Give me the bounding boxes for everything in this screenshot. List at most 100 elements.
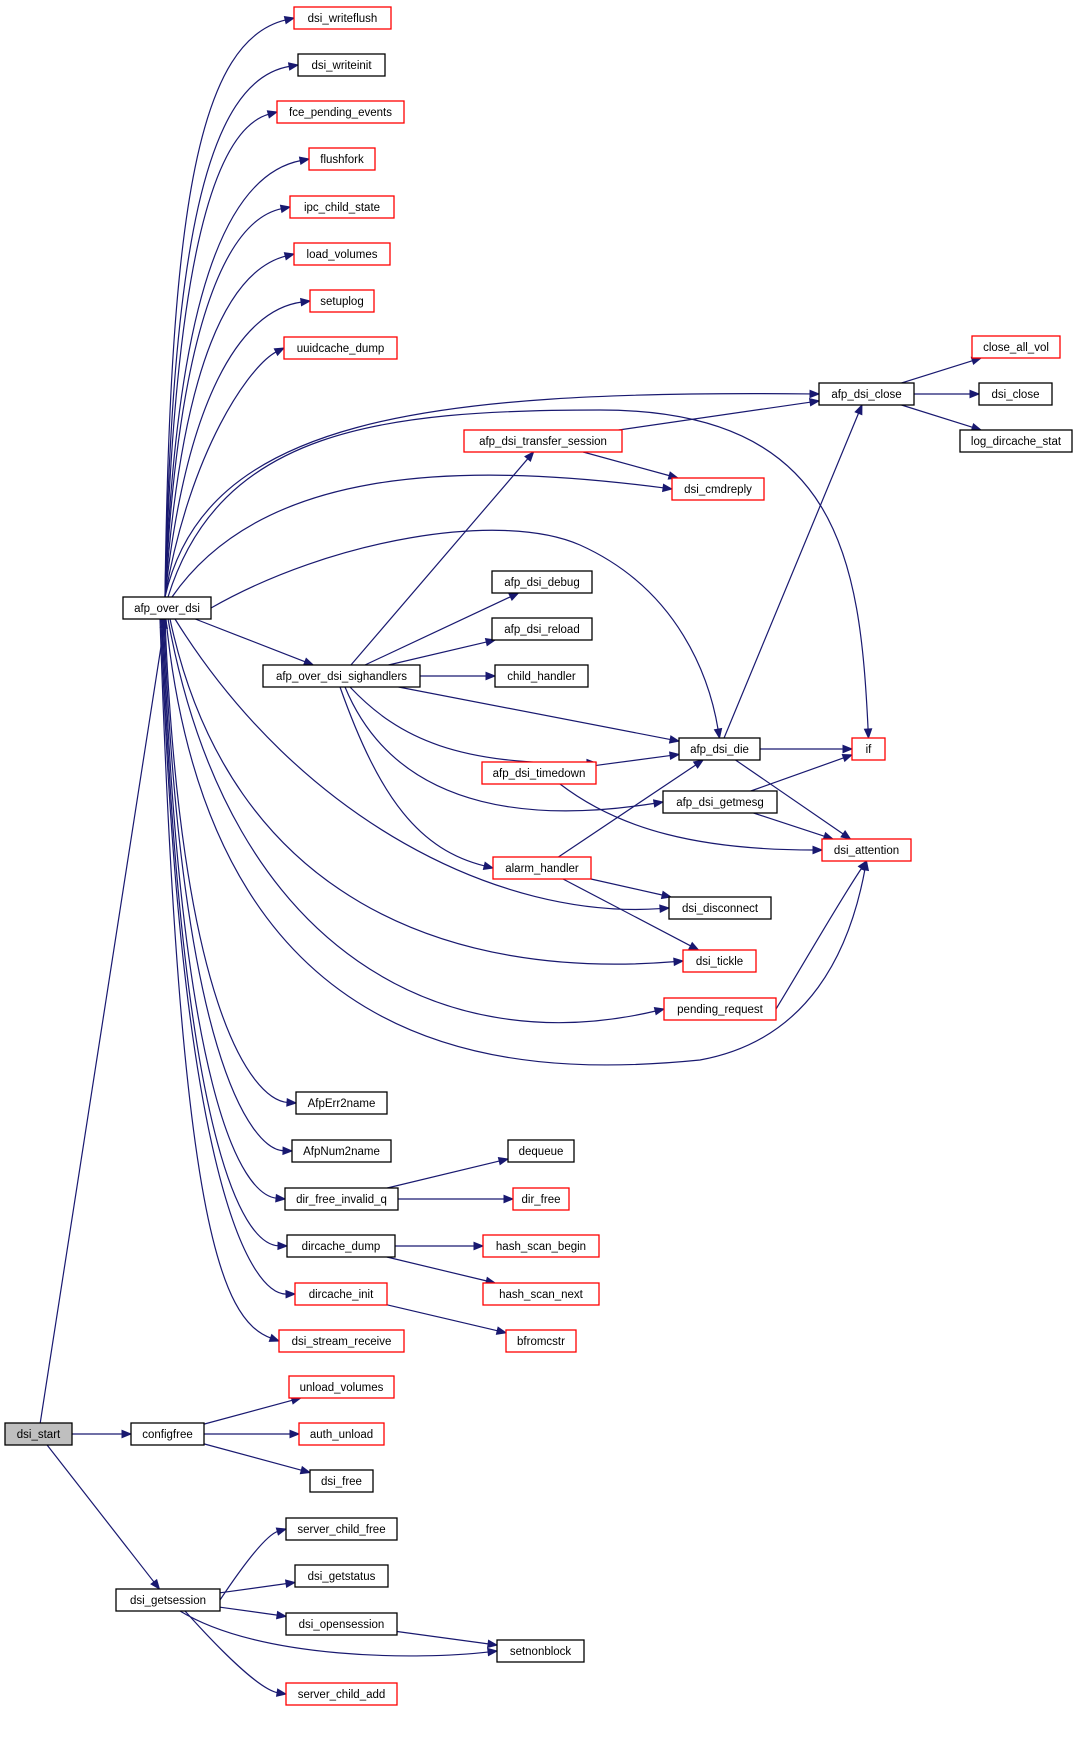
edge-line bbox=[203, 1443, 303, 1471]
arrowhead bbox=[282, 1146, 294, 1156]
node-dir-free-invalid-q: dir_free_invalid_q bbox=[284, 1187, 399, 1211]
node-box bbox=[494, 664, 589, 688]
edge-line bbox=[750, 757, 845, 792]
edge-line bbox=[388, 641, 488, 666]
edge-afp_dsi_transfer_session-to-afp_dsi_close bbox=[618, 397, 821, 431]
node-label: dsi_tickle bbox=[696, 956, 743, 968]
node-label: auth_unload bbox=[310, 1429, 373, 1441]
node-box bbox=[276, 100, 405, 124]
node-box bbox=[293, 242, 391, 266]
node-label: dequeue bbox=[519, 1146, 564, 1158]
edge-line bbox=[164, 113, 270, 598]
node-label: dsi_start bbox=[17, 1429, 61, 1441]
node-setnonblock: setnonblock bbox=[496, 1639, 585, 1663]
edge-line bbox=[159, 618, 272, 1339]
edge-afp_over_dsi_sighandlers-to-alarm_handler bbox=[339, 686, 495, 870]
edge-line bbox=[164, 393, 812, 598]
node-label: AfpErr2name bbox=[308, 1098, 376, 1110]
node-uuidcache-dump[interactable]: uuidcache_dump bbox=[283, 336, 398, 360]
node-dir-free[interactable]: dir_free bbox=[512, 1187, 570, 1211]
edge-dsi_start-to-configfree bbox=[72, 1429, 133, 1439]
node-dircache-init[interactable]: dircache_init bbox=[294, 1282, 388, 1306]
arrowhead bbox=[653, 1006, 666, 1016]
edge-line bbox=[559, 783, 815, 851]
node-label: afp_dsi_timedown bbox=[493, 768, 586, 780]
arrowhead bbox=[150, 1578, 161, 1591]
arrowhead bbox=[524, 450, 535, 463]
edge-afp_over_dsi-to-dsi_disconnect bbox=[174, 618, 671, 914]
arrowhead bbox=[692, 759, 705, 769]
node-label: dircache_init bbox=[309, 1289, 374, 1301]
arrowhead bbox=[299, 1465, 312, 1475]
node-box bbox=[481, 761, 597, 785]
arrowhead bbox=[302, 657, 315, 666]
edge-dircache_init-to-bfromcstr bbox=[386, 1304, 508, 1335]
node-dsi-disconnect: dsi_disconnect bbox=[668, 896, 772, 920]
arrowhead bbox=[473, 1241, 485, 1251]
arrowhead bbox=[842, 744, 854, 754]
node-setuplog[interactable]: setuplog bbox=[309, 289, 375, 313]
node-dsi-tickle[interactable]: dsi_tickle bbox=[682, 949, 757, 973]
node-afp-dsi-die: afp_dsi_die bbox=[678, 737, 761, 761]
node-server-child-add[interactable]: server_child_add bbox=[285, 1682, 398, 1706]
edge-line bbox=[387, 1160, 501, 1189]
node-label: dir_free_invalid_q bbox=[296, 1194, 387, 1206]
edge-afp_over_dsi_sighandlers-to-afp_dsi_reload bbox=[388, 637, 497, 666]
edge-line bbox=[164, 351, 278, 598]
node-box bbox=[278, 1329, 405, 1353]
node-label: afp_dsi_getmesg bbox=[676, 797, 764, 809]
node-box bbox=[491, 570, 593, 594]
node-label: hash_scan_begin bbox=[496, 1241, 586, 1253]
edge-line bbox=[163, 618, 285, 1152]
node-label: dsi_disconnect bbox=[682, 903, 759, 915]
node-bfromcstr[interactable]: bfromcstr bbox=[505, 1329, 577, 1353]
arrowhead bbox=[808, 397, 821, 407]
edge-line bbox=[164, 19, 287, 598]
node-pending-request[interactable]: pending_request bbox=[663, 997, 777, 1021]
arrowhead bbox=[268, 1333, 281, 1342]
node-box bbox=[297, 53, 386, 77]
edge-line bbox=[219, 1606, 279, 1616]
edge-line bbox=[344, 686, 656, 812]
node-label: afp_over_dsi bbox=[134, 603, 200, 615]
node-dsi-attention[interactable]: dsi_attention bbox=[821, 838, 912, 862]
node-box bbox=[286, 1234, 396, 1258]
edge-afp_dsi_close-to-close_all_vol bbox=[901, 356, 983, 384]
arrowhead bbox=[283, 15, 296, 25]
edge-line bbox=[775, 867, 863, 1010]
edge-dsi_getsession-to-server_child_add bbox=[184, 1610, 288, 1697]
node-box bbox=[293, 6, 392, 30]
edge-line bbox=[161, 618, 280, 1247]
node-hash-scan-next[interactable]: hash_scan_next bbox=[482, 1282, 600, 1306]
edge-line bbox=[219, 1582, 288, 1594]
node-hash-scan-begin[interactable]: hash_scan_begin bbox=[482, 1234, 600, 1258]
node-box bbox=[978, 382, 1053, 406]
node-fce-pending-events[interactable]: fce_pending_events bbox=[276, 100, 405, 124]
edge-configfree-to-unload_volumes bbox=[203, 1396, 303, 1425]
node-afp-dsi-transfer-session[interactable]: afp_dsi_transfer_session bbox=[463, 429, 623, 453]
node-auth-unload[interactable]: auth_unload bbox=[298, 1422, 385, 1446]
node-dsi-stream-receive[interactable]: dsi_stream_receive bbox=[278, 1329, 405, 1353]
node-dsi-cmdreply[interactable]: dsi_cmdreply bbox=[671, 477, 765, 501]
node-label: dsi_stream_receive bbox=[292, 1336, 392, 1348]
node-load-volumes[interactable]: load_volumes bbox=[293, 242, 391, 266]
node-ipc-child-state[interactable]: ipc_child_state bbox=[289, 195, 395, 219]
edge-line bbox=[753, 812, 826, 838]
node-box bbox=[818, 382, 915, 406]
node-afp-dsi-timedown[interactable]: afp_dsi_timedown bbox=[481, 761, 597, 785]
edge-line bbox=[364, 595, 512, 666]
node-label: afp_dsi_transfer_session bbox=[479, 436, 607, 448]
node-box bbox=[285, 1612, 398, 1636]
node-alarm-handler[interactable]: alarm_handler bbox=[492, 856, 592, 880]
node-dsi-getstatus: dsi_getstatus bbox=[294, 1564, 389, 1588]
edge-afp_over_dsi_sighandlers-to-child_handler bbox=[420, 671, 497, 681]
node-if[interactable]: if bbox=[851, 737, 886, 761]
node-close-all-vol[interactable]: close_all_vol bbox=[971, 335, 1061, 359]
node-flushfork[interactable]: flushfork bbox=[308, 147, 376, 171]
node-dsi-writeflush[interactable]: dsi_writeflush bbox=[293, 6, 392, 30]
edge-dsi_getsession-to-dsi_getstatus bbox=[219, 1579, 297, 1594]
node-unload-volumes[interactable]: unload_volumes bbox=[288, 1375, 395, 1399]
node-box bbox=[971, 335, 1061, 359]
edge-afp_dsi_getmesg-to-dsi_attention bbox=[753, 812, 835, 841]
